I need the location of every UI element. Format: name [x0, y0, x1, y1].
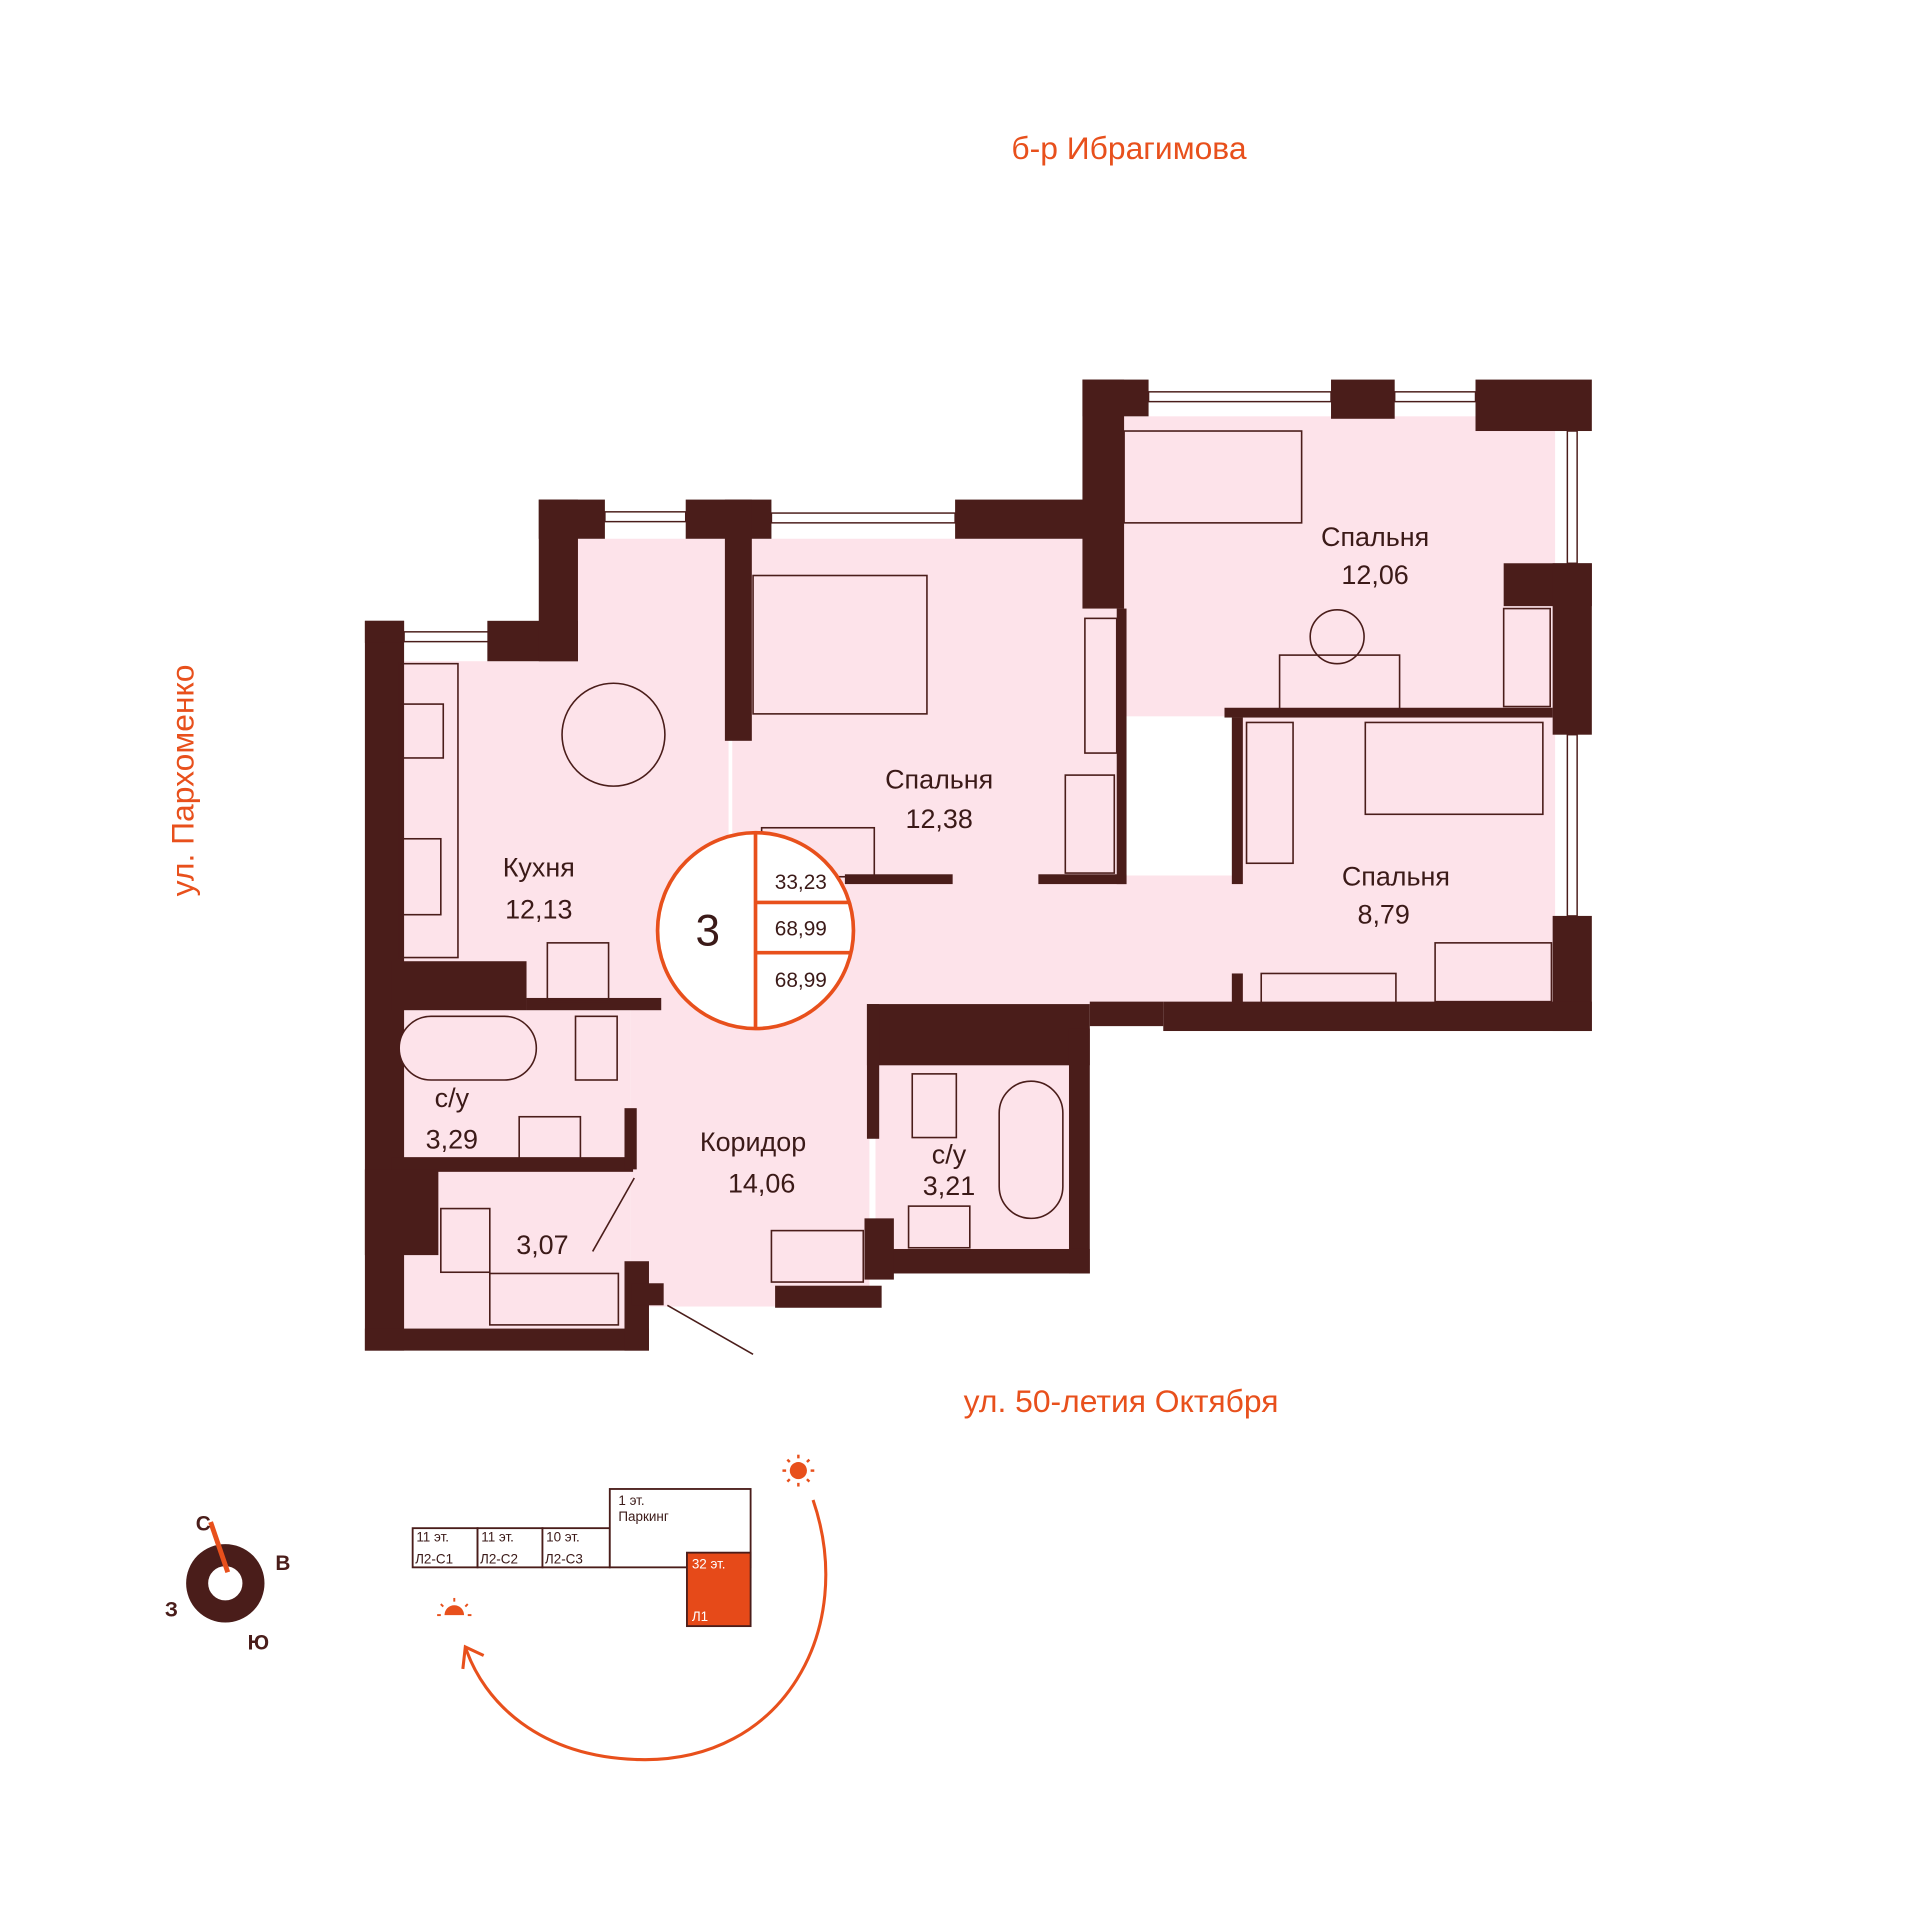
section-2: [476, 1527, 544, 1569]
compass-south: Ю: [248, 1631, 269, 1654]
bathtub-icon: [398, 1015, 538, 1081]
site-plan: 11 эт. Л2-С1 11 эт. Л2-С2 10 эт. Л2-С3 1…: [411, 1488, 752, 1628]
room-bedroom-3: Спальня 8,79: [1342, 861, 1450, 929]
svg-text:11 эт.: 11 эт.: [481, 1530, 514, 1545]
stove-icon: [400, 703, 445, 759]
apartment-badge: 3 33,23 68,99 68,99: [655, 830, 856, 1031]
svg-text:10 эт.: 10 эт.: [546, 1530, 580, 1545]
sun-path: [437, 1454, 828, 1762]
room-area: 12,06: [1341, 560, 1408, 590]
room-area: 3,29: [426, 1125, 478, 1155]
svg-text:Л2-С1: Л2-С1: [415, 1552, 453, 1567]
compass: С В Ю З: [165, 1513, 290, 1655]
windows: [403, 391, 1578, 917]
room-kitchen: Кухня 12,13: [503, 853, 575, 925]
room-name: Кухня: [503, 853, 575, 883]
room-name: Спальня: [1342, 861, 1450, 891]
room-bedroom-1: Спальня 12,38: [885, 765, 993, 834]
total-area-2: 68,99: [775, 969, 827, 992]
room-area: 8,79: [1357, 899, 1409, 929]
bathtub-icon: [998, 1080, 1064, 1220]
room-bathroom-1: с/у 3,29: [426, 1083, 478, 1155]
compass-north: С: [196, 1513, 211, 1536]
room-name: Спальня: [885, 765, 993, 795]
room-name: с/у: [435, 1083, 470, 1113]
room-name: Спальня: [1321, 522, 1429, 552]
room-bathroom-2: с/у 3,21: [923, 1139, 975, 1201]
living-area: 33,23: [775, 871, 827, 894]
bed-icon: [1123, 430, 1303, 524]
room-storage: 3,07: [516, 1230, 568, 1260]
street-left: ул. Пархоменко: [164, 665, 200, 897]
section-1: [411, 1527, 479, 1569]
compass-west: З: [165, 1598, 178, 1621]
furniture: [398, 430, 1553, 1355]
svg-text:Паркинг: Паркинг: [618, 1509, 668, 1524]
sunrise-icon: [444, 1605, 465, 1616]
room-name: с/у: [932, 1139, 967, 1169]
current-building: [686, 1551, 752, 1628]
compass-east: В: [275, 1552, 290, 1575]
room-area: 3,21: [923, 1171, 975, 1201]
street-bottom: ул. 50-летия Октября: [964, 1383, 1279, 1419]
sink-icon: [400, 837, 442, 916]
street-top: б-р Ибрагимова: [1011, 130, 1246, 166]
svg-text:Л1: Л1: [692, 1609, 708, 1624]
room-area: 12,38: [905, 804, 972, 834]
svg-text:32 эт.: 32 эт.: [692, 1557, 726, 1572]
svg-text:Л2-С2: Л2-С2: [480, 1552, 518, 1567]
bed-icon: [1364, 721, 1544, 816]
bed-icon: [752, 574, 928, 715]
room-corridor: Коридор 14,06: [700, 1127, 806, 1199]
walls: [364, 379, 1592, 1351]
total-area: 68,99: [775, 918, 827, 941]
room-area: 3,07: [516, 1230, 568, 1260]
svg-text:1 эт.: 1 эт.: [618, 1493, 644, 1508]
dining-table: [561, 682, 666, 787]
room-area: 14,06: [728, 1169, 795, 1199]
sun-icon: [789, 1462, 807, 1480]
room-name: Коридор: [700, 1127, 806, 1157]
room-area: 12,13: [505, 894, 572, 924]
svg-text:11 эт.: 11 эт.: [416, 1530, 449, 1545]
rooms-count: 3: [695, 906, 720, 955]
room-bedroom-2: Спальня 12,06: [1321, 522, 1429, 590]
svg-text:Л2-С3: Л2-С3: [545, 1552, 583, 1567]
